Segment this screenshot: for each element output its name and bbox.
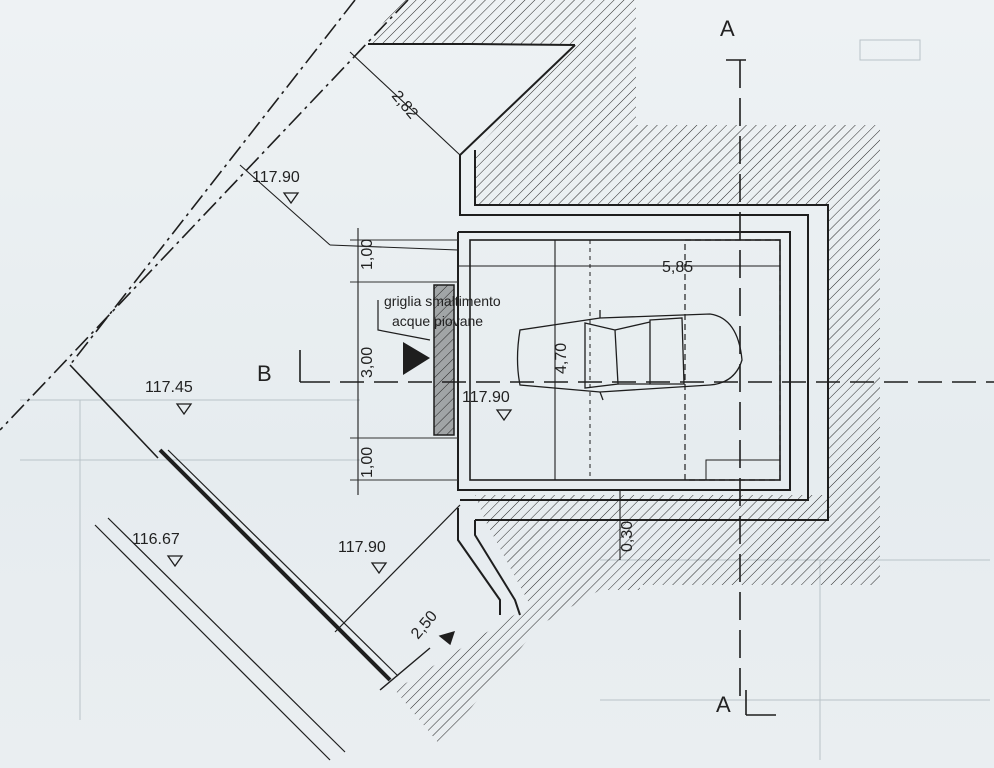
section-b-label: B <box>257 361 272 386</box>
dim-garage-width: 5,85 <box>662 259 693 276</box>
section-line-a <box>726 59 776 716</box>
wall-outlines <box>368 43 829 616</box>
elevation-left: 117.45 <box>145 379 193 396</box>
drain-grate <box>433 284 455 436</box>
dim-upper-band: 1,00 <box>359 239 376 270</box>
dimension-lines <box>239 51 780 560</box>
drain-grate-shade <box>434 285 454 435</box>
drain-leader <box>377 300 431 341</box>
garage-interior <box>469 239 781 481</box>
elevation-ramp: 117.90 <box>338 539 386 556</box>
ramp-edges <box>69 364 461 761</box>
hatched-terrain <box>368 0 880 745</box>
elevation-top-left: 117.90 <box>252 169 300 186</box>
elevation-center: 117.90 <box>462 389 510 406</box>
drain-note-line1: griglia smaltimento <box>384 293 501 309</box>
car <box>516 310 743 401</box>
elevation-lower-left: 116.67 <box>132 531 180 548</box>
section-a-top-label: A <box>720 16 735 41</box>
dim-garage-depth: 4,70 <box>553 343 570 374</box>
section-a-bottom-label: A <box>716 692 731 717</box>
dim-ramp-width: 2,50 <box>408 608 441 643</box>
dim-lower-band: 1,00 <box>359 447 376 478</box>
elevation-markers <box>166 192 513 646</box>
entry-arrow <box>403 342 430 375</box>
dim-wall-offset: 0,30 <box>619 521 636 552</box>
dim-middle-band: 3,00 <box>359 347 376 378</box>
drain-note-line2: acque piovane <box>392 313 483 329</box>
property-boundary <box>0 0 409 431</box>
